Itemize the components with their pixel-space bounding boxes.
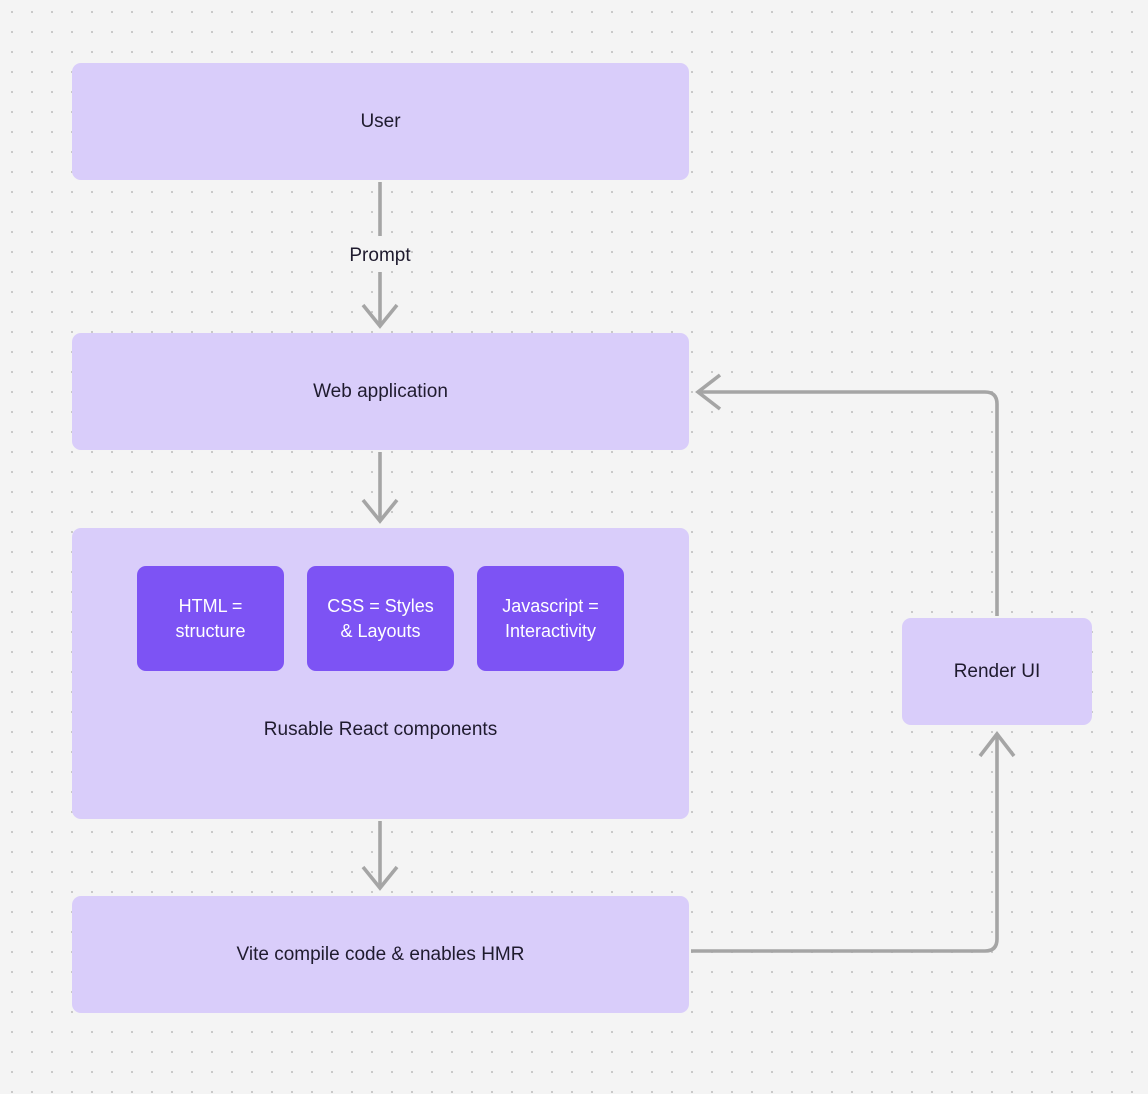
node-css[interactable]: CSS = Styles & Layouts [307,566,454,671]
node-components-caption: Rusable React components [263,719,498,740]
inner-node-row: HTML = structure CSS = Styles & Layouts … [137,566,624,671]
node-javascript-label-line-2: Interactivity [504,620,596,641]
node-html-label-line-2: structure [175,620,246,641]
node-html[interactable]: HTML = structure [137,566,284,671]
node-user[interactable]: User [72,63,689,180]
node-render-ui-label: Render UI [953,660,1041,682]
node-vite[interactable]: Vite compile code & enables HMR [72,896,689,1013]
node-render-ui[interactable]: Render UI [902,618,1092,725]
node-html-label: HTML = structure [175,594,245,644]
edge-web-application-to-components [361,452,399,524]
node-web-application[interactable]: Web application [72,333,689,450]
edge-label-prompt: Prompt [349,245,411,266]
edge-vite-to-render-ui [691,731,1016,953]
node-css-label: CSS = Styles & Layouts [327,594,434,644]
node-html-label-line-1: HTML = [178,595,243,616]
edge-render-ui-to-web-application [695,373,999,616]
node-components-container[interactable]: HTML = structure CSS = Styles & Layouts … [72,528,689,819]
node-web-application-label: Web application [313,380,448,402]
node-user-label: User [360,110,401,132]
node-css-label-line-1: CSS = Styles [327,595,434,616]
node-vite-label: Vite compile code & enables HMR [236,943,525,965]
node-javascript-label: Javascript = Interactivity [502,594,599,644]
node-javascript[interactable]: Javascript = Interactivity [477,566,624,671]
edge-components-to-vite [361,821,399,891]
node-css-label-line-2: & Layouts [340,620,421,641]
node-javascript-label-line-1: Javascript = [502,595,599,616]
